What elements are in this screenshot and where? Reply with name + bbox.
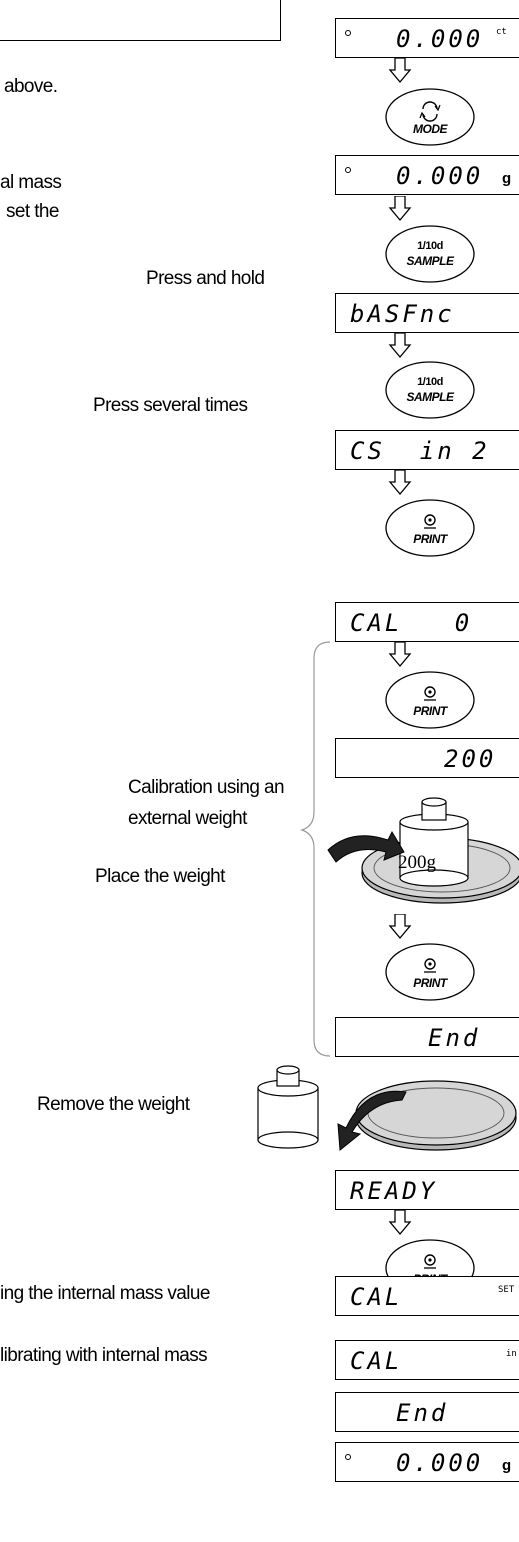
lcd-display-12: 0.000 g bbox=[335, 1442, 519, 1482]
lcd-value: CAL bbox=[350, 1347, 403, 1375]
print-target-icon bbox=[424, 514, 436, 529]
instruction-calibration-line2: external weight bbox=[128, 808, 247, 829]
sample-key-hold[interactable]: 1/10d SAMPLE bbox=[382, 222, 478, 286]
instruction-internal-value: ing the internal mass value bbox=[0, 1283, 210, 1304]
print-key-2[interactable]: PRINT bbox=[382, 668, 478, 732]
lcd-value: bASFnc bbox=[350, 300, 455, 328]
lcd-value: 0.000 bbox=[396, 25, 484, 53]
instruction-calibration-line1: Calibration using an bbox=[128, 777, 285, 798]
lcd-unit: ct bbox=[496, 27, 507, 37]
weighing-pan bbox=[355, 1080, 517, 1151]
instruction-press-several: Press several times bbox=[93, 395, 248, 416]
instruction-internal-calibration: librating with internal mass bbox=[0, 1345, 208, 1366]
instruction-mass-line1: al mass bbox=[0, 172, 62, 193]
calibration-weight bbox=[257, 1065, 319, 1149]
flow-arrow-down-icon bbox=[388, 914, 412, 940]
lcd-display-1: 0.000 ct bbox=[335, 18, 519, 58]
lcd-suffix: in bbox=[506, 1349, 517, 1359]
flow-arrow-down-icon bbox=[388, 196, 412, 222]
sample-key-top-label: 1/10d bbox=[417, 240, 443, 252]
print-key-3[interactable]: PRINT bbox=[382, 940, 478, 1004]
lcd-value: 200 bbox=[444, 745, 497, 773]
instruction-remove-weight: Remove the weight bbox=[37, 1094, 190, 1115]
lcd-display-7: End bbox=[335, 1017, 519, 1057]
lcd-display-2: 0.000 g bbox=[335, 155, 519, 195]
lcd-value: READY bbox=[350, 1177, 438, 1205]
lcd-display-9: CAL SET bbox=[335, 1276, 519, 1316]
lcd-value: CAL bbox=[350, 1283, 403, 1311]
lcd-unit: g bbox=[502, 170, 512, 187]
remove-weight-illustration bbox=[257, 1065, 517, 1151]
mode-key[interactable]: MODE bbox=[382, 85, 478, 149]
flow-arrow-down-icon bbox=[388, 58, 412, 84]
key-oval bbox=[385, 88, 475, 146]
remove-arrow-icon bbox=[337, 1090, 407, 1151]
flow-arrow-down-icon bbox=[388, 333, 412, 359]
lcd-value: 0.000 bbox=[396, 162, 484, 190]
calibration-bracket bbox=[300, 641, 331, 1057]
flow-arrow-down-icon bbox=[388, 642, 412, 668]
key-oval bbox=[385, 225, 475, 283]
lcd-display-5: CAL 0 bbox=[335, 602, 519, 642]
place-arrow-icon bbox=[327, 830, 405, 863]
top-text-box-frame bbox=[0, 0, 281, 41]
key-oval bbox=[385, 671, 475, 729]
print-target-icon bbox=[424, 958, 436, 973]
lcd-value: End bbox=[428, 1024, 481, 1052]
instruction-above: above. bbox=[4, 76, 58, 97]
weight-on-pan-illustration bbox=[327, 797, 519, 904]
lcd-unit: g bbox=[502, 1457, 512, 1474]
stable-indicator-icon bbox=[345, 167, 351, 173]
sample-key-label: SAMPLE bbox=[406, 254, 454, 268]
lcd-display-4: CS in 2 bbox=[335, 430, 519, 470]
print-target-icon bbox=[424, 1254, 436, 1269]
key-oval bbox=[385, 361, 475, 419]
sample-key-top-label: 1/10d bbox=[417, 376, 443, 388]
lcd-value: CS in 2 bbox=[350, 437, 490, 465]
instruction-press-hold: Press and hold bbox=[146, 268, 265, 289]
instruction-place-weight: Place the weight bbox=[95, 866, 225, 887]
flow-arrow-down-icon bbox=[388, 470, 412, 496]
lcd-value: 0.000 bbox=[396, 1449, 484, 1477]
lcd-display-8: READY bbox=[335, 1170, 519, 1210]
print-key-label: PRINT bbox=[413, 976, 447, 990]
weight-label: 200g bbox=[398, 852, 436, 873]
flow-arrow-down-icon bbox=[388, 1210, 412, 1236]
print-key-label: PRINT bbox=[413, 704, 447, 718]
calibration-weight bbox=[399, 797, 469, 887]
print-key-label: PRINT bbox=[413, 532, 447, 546]
sample-key-repeat[interactable]: 1/10d SAMPLE bbox=[382, 358, 478, 422]
mode-cycle-icon bbox=[419, 101, 441, 122]
key-oval bbox=[385, 943, 475, 1001]
print-key-1[interactable]: PRINT bbox=[382, 496, 478, 560]
lcd-value: End bbox=[396, 1399, 449, 1427]
stable-indicator-icon bbox=[345, 1454, 351, 1460]
lcd-display-11: End bbox=[335, 1392, 519, 1432]
instruction-mass-line2: set the bbox=[6, 201, 59, 222]
key-oval bbox=[385, 499, 475, 557]
lcd-suffix: SET bbox=[498, 1285, 515, 1295]
lcd-display-10: CAL in bbox=[335, 1340, 519, 1380]
lcd-display-6: 200 bbox=[335, 738, 519, 778]
sample-key-label: SAMPLE bbox=[406, 390, 454, 404]
lcd-value: CAL 0 bbox=[350, 609, 473, 637]
print-target-icon bbox=[424, 686, 436, 701]
stable-indicator-icon bbox=[345, 30, 351, 36]
lcd-display-3: bASFnc bbox=[335, 293, 519, 333]
mode-key-label: MODE bbox=[413, 122, 448, 136]
